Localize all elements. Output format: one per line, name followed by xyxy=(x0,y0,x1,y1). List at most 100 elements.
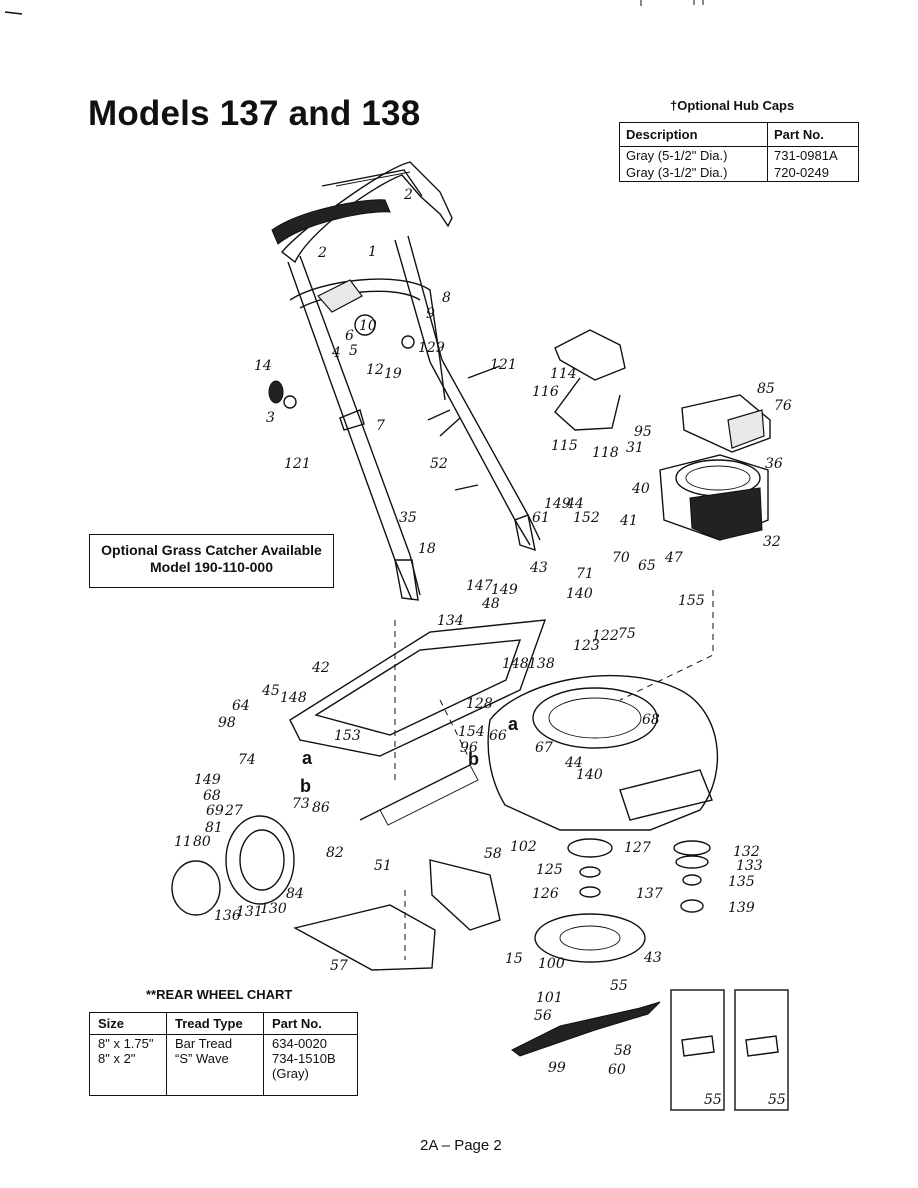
callout-label: 102 xyxy=(510,839,537,855)
rw-tread-line: Bar Tread xyxy=(175,1036,233,1051)
callout-label: 99 xyxy=(548,1060,566,1076)
rear-wheel-caption: **REAR WHEEL CHART xyxy=(146,987,293,1002)
callout-label: 129 xyxy=(418,340,445,356)
callout-label: 31 xyxy=(626,440,644,456)
callout-label: 132 xyxy=(733,844,760,860)
callout-label: 140 xyxy=(566,586,593,602)
callout-label: 152 xyxy=(573,510,600,526)
callout-label: 43 xyxy=(643,950,662,966)
callout-label: 36 xyxy=(765,456,783,472)
page-title: Models 137 and 138 xyxy=(88,94,421,133)
rw-size-cell: 8" x 1.75" 8" x 2" xyxy=(89,1034,167,1096)
grass-bag-frame xyxy=(554,329,626,431)
upper-handle xyxy=(271,161,453,381)
callout-label: 96 xyxy=(460,740,478,756)
callout-label: 3 xyxy=(266,410,275,426)
callout-label: 1 xyxy=(368,244,377,260)
callout-label: 80 xyxy=(193,834,211,850)
callout-label: 149 xyxy=(544,496,571,512)
callout-label: 76 xyxy=(774,398,792,414)
rw-size-line: 8" x 1.75" xyxy=(98,1036,154,1051)
callout-label: 122 xyxy=(592,628,619,644)
callout-label: 123 xyxy=(573,638,600,654)
callout-label: 9 xyxy=(426,306,435,322)
callout-label: 15 xyxy=(505,951,523,967)
callout-label: 149 xyxy=(194,772,221,788)
callout-label: 116 xyxy=(532,384,559,400)
table-row: 8" x 1.75" 8" x 2" Bar Tread “S” Wave 63… xyxy=(89,1034,358,1096)
callout-label: 85 xyxy=(757,381,775,397)
callout-label: 138 xyxy=(528,656,555,672)
page-number: 2A – Page 2 xyxy=(420,1137,502,1154)
callout-label: 65 xyxy=(638,558,656,574)
callout-label: 55 xyxy=(768,1092,786,1108)
callout-label: 147 xyxy=(466,578,493,594)
rw-header-part: Part No. xyxy=(263,1012,358,1035)
callout-label: 12 xyxy=(366,362,384,378)
callout-label: 2 xyxy=(317,245,327,261)
callout-label: 149 xyxy=(491,582,518,598)
callout-label: 154 xyxy=(458,724,485,740)
callout-label: 134 xyxy=(437,613,464,629)
hub-caps-table: Description Part No. Gray (5-1/2" Dia.) … xyxy=(619,122,859,182)
callout-label: 130 xyxy=(260,901,287,917)
grass-catcher-line1: Optional Grass Catcher Available xyxy=(101,542,322,558)
mower-deck xyxy=(289,619,719,831)
callout-label: 135 xyxy=(728,874,755,890)
callout-label: 7 xyxy=(376,418,385,434)
table-row: Gray (5-1/2" Dia.) 731-0981A xyxy=(619,146,859,164)
callout-label: 32 xyxy=(763,534,781,550)
hub-part-cell: 720-0249 xyxy=(767,164,859,182)
callout-label: 74 xyxy=(238,752,256,768)
callout-label: 70 xyxy=(612,550,630,566)
callout-label: 44 xyxy=(564,755,583,771)
callout-label: 71 xyxy=(576,566,594,582)
callout-label: 60 xyxy=(608,1062,626,1078)
callout-label: 51 xyxy=(374,858,392,874)
hub-description-cell: Gray (5-1/2" Dia.) xyxy=(619,146,768,164)
callout-label: 2 xyxy=(403,187,413,203)
callout-label: 100 xyxy=(538,956,565,972)
reference-letter: b xyxy=(300,776,311,796)
callout-label: 95 xyxy=(634,424,652,440)
callout-label: 14 xyxy=(254,358,272,374)
hub-header-part-no: Part No. xyxy=(767,122,859,147)
callout-label: 101 xyxy=(536,990,563,1006)
callout-label: 127 xyxy=(624,840,651,856)
rw-header-size: Size xyxy=(89,1012,167,1035)
blade-assembly xyxy=(511,838,711,1057)
callout-label: 98 xyxy=(218,715,236,731)
callout-label: 133 xyxy=(736,858,763,874)
rw-part-line: (Gray) xyxy=(272,1066,309,1081)
callout-label: 58 xyxy=(614,1043,632,1059)
callout-label: 131 xyxy=(236,904,263,920)
callout-label: 69 xyxy=(206,803,224,819)
rw-part-cell: 634-0020 734-1510B (Gray) xyxy=(263,1034,358,1096)
callout-label: 43 xyxy=(529,560,548,576)
callout-label: 81 xyxy=(205,820,223,836)
rw-part-line: 734-1510B xyxy=(272,1051,336,1066)
table-row: Gray (3-1/2" Dia.) 720-0249 xyxy=(619,164,859,182)
hub-description-cell: Gray (3-1/2" Dia.) xyxy=(619,164,768,182)
callout-label: 148 xyxy=(280,690,307,706)
callout-label: 121 xyxy=(284,456,311,472)
callout-label: 55 xyxy=(610,978,628,994)
callout-label: 52 xyxy=(430,456,448,472)
callout-label: 35 xyxy=(399,510,417,526)
callout-label: 148 xyxy=(502,656,529,672)
callout-label: 41 xyxy=(619,513,638,529)
callout-label: 118 xyxy=(592,445,619,461)
callout-label: 19 xyxy=(384,366,402,382)
callout-label: 10 xyxy=(359,318,377,334)
grass-catcher-box: Optional Grass Catcher Available Model 1… xyxy=(89,534,334,588)
callout-label: 139 xyxy=(728,900,755,916)
callout-label: 153 xyxy=(334,728,361,744)
rear-wheel xyxy=(171,815,295,916)
callout-label: 140 xyxy=(576,767,603,783)
discharge-chute xyxy=(293,859,501,971)
callout-label: 125 xyxy=(536,862,563,878)
callout-label: 121 xyxy=(490,357,517,373)
callout-label: 114 xyxy=(550,366,577,382)
callout-labels: 2 2 1 8 9 10 6 5 4 129 14 12 19 121 3 7 … xyxy=(174,187,792,1108)
